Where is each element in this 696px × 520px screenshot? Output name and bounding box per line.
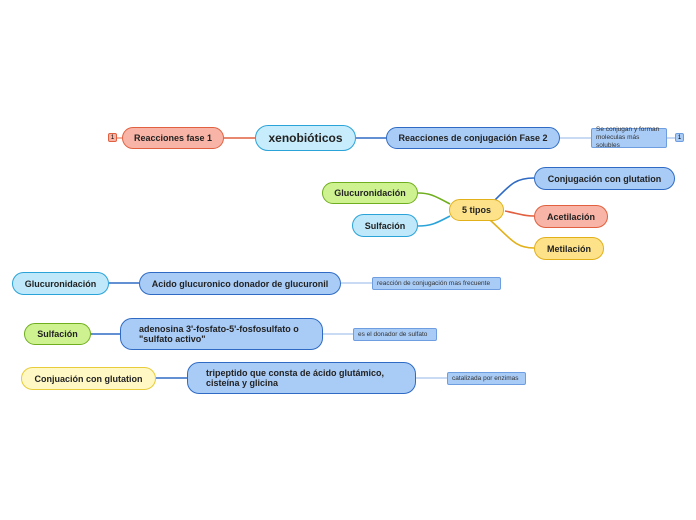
row1-left-node[interactable]: Glucuronidación [12, 272, 109, 295]
tipos-node[interactable]: 5 tipos [449, 199, 504, 221]
tipos-conjugacion-glutation[interactable]: Conjugación con glutation [534, 167, 675, 190]
link-tipos-gluc [417, 192, 451, 205]
fase2-note-badge[interactable]: 1 [675, 133, 684, 142]
row2-note[interactable]: es el donador de sulfato [353, 328, 437, 341]
tipos-sulfacion[interactable]: Sulfación [352, 214, 418, 237]
fase1-count-badge[interactable]: 1 [108, 133, 117, 142]
tipos-metilacion[interactable]: Metilación [534, 237, 604, 260]
row3-left-node[interactable]: Conjuación con glutation [21, 367, 156, 390]
row1-main-node[interactable]: Acido glucuronico donador de glucuronil [139, 272, 341, 295]
row3-note[interactable]: catalizada por enzimas [447, 372, 526, 385]
row1-note[interactable]: reacción de conjugación mas frecuente [372, 277, 501, 290]
link-tipos-metil [489, 219, 535, 249]
row2-left-node[interactable]: Sulfación [24, 323, 91, 345]
fase1-node[interactable]: Reacciones fase 1 [122, 127, 224, 149]
central-topic[interactable]: xenobióticos [255, 125, 356, 151]
tipos-acetilacion[interactable]: Acetilación [534, 205, 608, 228]
fase2-note[interactable]: Se conjugan y forman moleculas más solub… [591, 126, 667, 149]
row2-main-node[interactable]: adenosina 3'-fosfato-5'-fosfosulfato o "… [120, 318, 323, 350]
link-tipos-sulf [417, 215, 451, 227]
link-tipos-glut [494, 177, 535, 201]
fase2-node[interactable]: Reacciones de conjugación Fase 2 [386, 127, 560, 149]
link-tipos-acet [504, 210, 535, 217]
tipos-glucuronidacion[interactable]: Glucuronidación [322, 182, 418, 204]
row3-main-node[interactable]: tripeptido que consta de ácido glutámico… [187, 362, 416, 394]
